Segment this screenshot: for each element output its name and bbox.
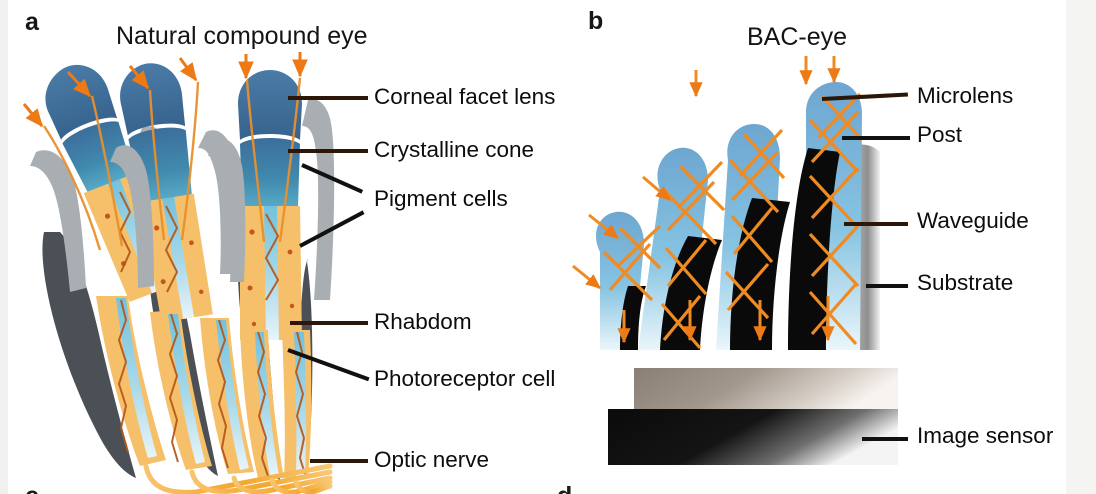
leader-optic-nerve [310, 459, 368, 463]
incident-light-rays-b [572, 56, 841, 290]
leader-corneal-facet-lens [288, 96, 368, 100]
optic-nerve-fibers [143, 463, 333, 494]
corneal-facet-lens-3 [238, 70, 302, 140]
leader-substrate [866, 284, 908, 288]
label-image-sensor: Image sensor [917, 423, 1054, 448]
ommatidium-2 [120, 63, 213, 323]
label-crystalline-cone: Crystalline cone [374, 137, 535, 162]
leader-crystalline-cone [288, 149, 368, 153]
panel-letter-d-cutoff: d [557, 484, 572, 494]
leader-image-sensor [862, 437, 908, 441]
panel-letter-a: a [25, 8, 39, 36]
label-waveguide: Waveguide [917, 208, 1029, 233]
left-edge-strip [0, 0, 8, 494]
downward-rays-b [617, 296, 835, 344]
sensor-lower-layer [608, 409, 898, 465]
sensor-upper-layer [634, 368, 898, 410]
panel-letter-c-cutoff: c [25, 484, 39, 494]
leader-rhabdom [290, 321, 368, 325]
right-edge-strip [1066, 0, 1096, 494]
bac-eye-diagram [572, 56, 898, 465]
label-post: Post [917, 122, 963, 147]
panel-letter-b: b [588, 7, 604, 35]
natural-compound-eye-diagram [22, 52, 335, 480]
panel-title-bac-eye: BAC-eye [747, 23, 848, 51]
label-photoreceptor-cell: Photoreceptor cell [374, 366, 556, 391]
leader-waveguide [844, 222, 908, 226]
panel-title-natural-compound-eye: Natural compound eye [116, 22, 368, 50]
leader-post [842, 136, 910, 140]
label-corneal-facet-lens: Corneal facet lens [374, 84, 556, 109]
ommatidium-3 [238, 70, 302, 340]
label-pigment-cells: Pigment cells [374, 186, 508, 211]
corneal-facet-lens-1 [45, 64, 118, 140]
incident-light-rays-a [22, 52, 308, 128]
label-substrate: Substrate [917, 270, 1014, 295]
label-microlens: Microlens [917, 83, 1014, 108]
label-rhabdom: Rhabdom [374, 309, 472, 334]
crystalline-cone-1 [62, 121, 135, 192]
label-optic-nerve: Optic nerve [374, 447, 490, 472]
